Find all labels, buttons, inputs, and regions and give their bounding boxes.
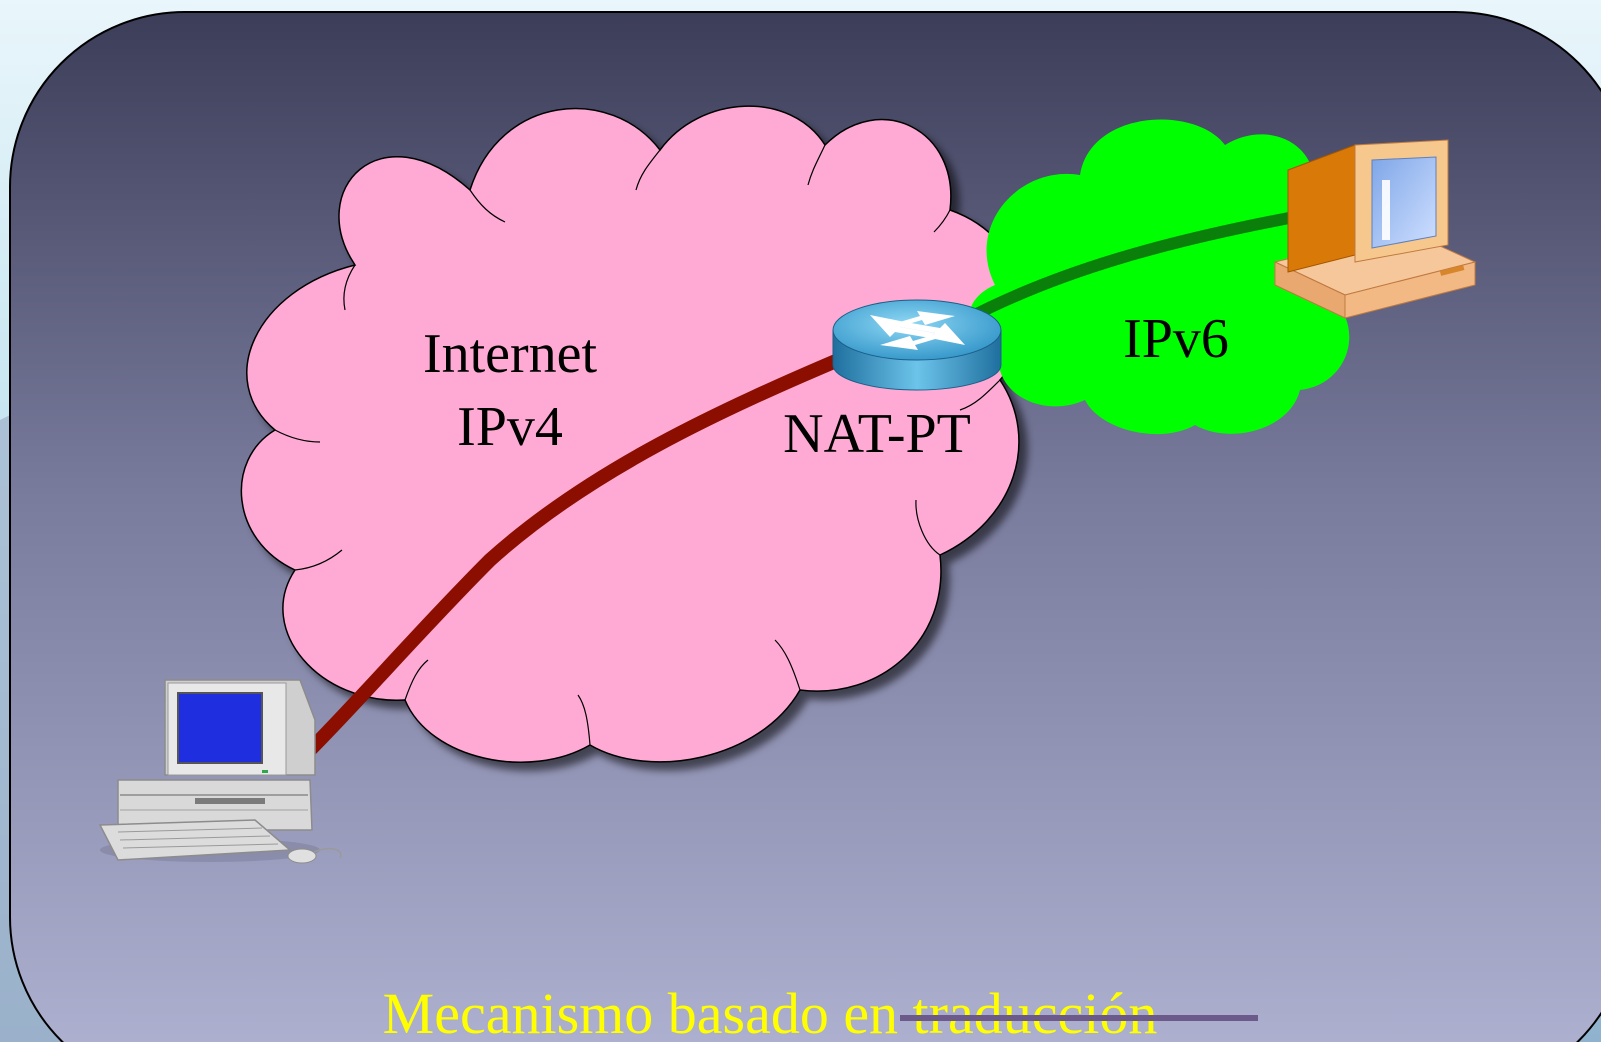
ipv4-cloud-arcs xyxy=(274,144,1001,746)
router-icon xyxy=(832,299,1002,391)
ipv4-label: IPv4 xyxy=(457,396,563,458)
desktop-computer-icon xyxy=(98,679,342,864)
ipv4-link xyxy=(298,348,857,762)
ipv6-cloud xyxy=(969,119,1357,435)
internet-label: Internet xyxy=(423,323,598,385)
slide-caption: Mecanismo basado en traducción xyxy=(383,981,1158,1042)
tower-computer-icon xyxy=(1273,139,1477,319)
nat-pt-label: NAT-PT xyxy=(783,403,971,465)
caption-underline-bar xyxy=(900,1015,1258,1021)
ipv6-link xyxy=(959,209,1311,326)
ipv6-label: IPv6 xyxy=(1123,308,1229,370)
